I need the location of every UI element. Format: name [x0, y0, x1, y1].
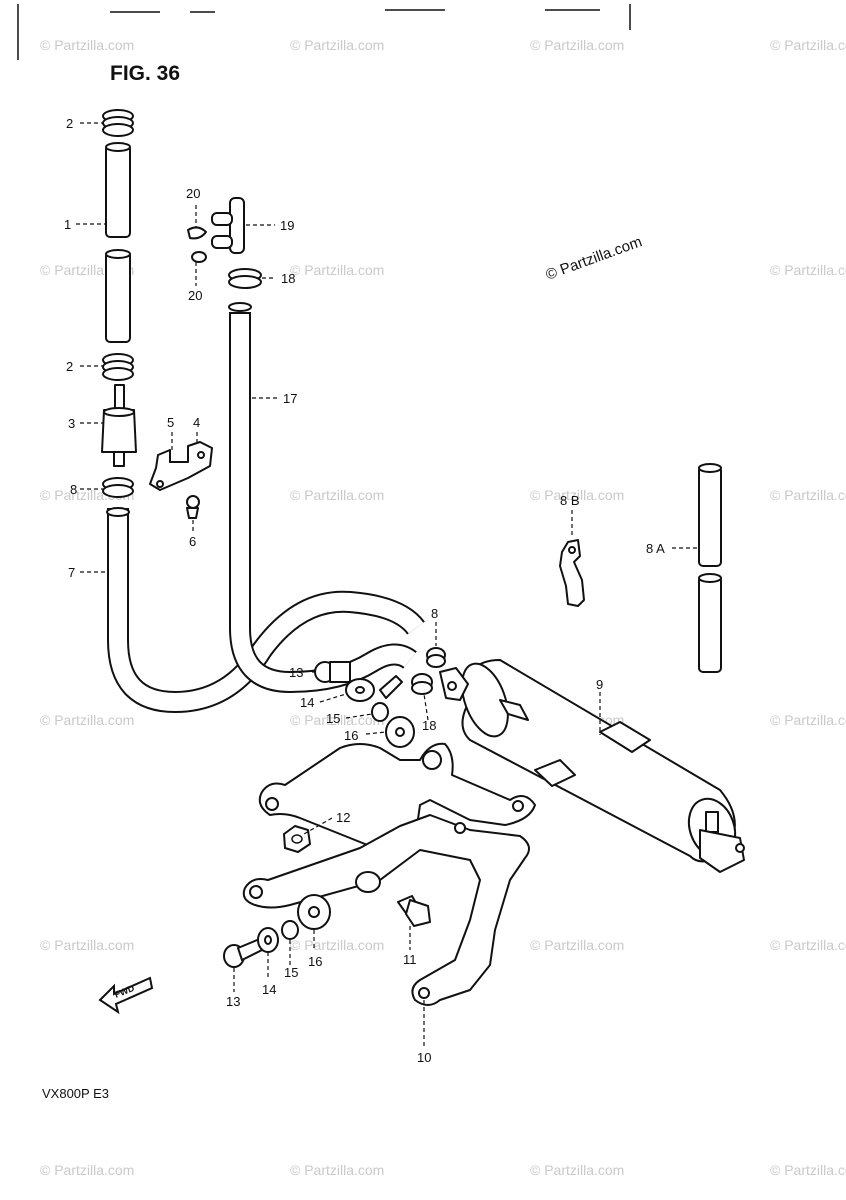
- watermark: © Partzilla.com: [290, 262, 384, 278]
- callout-16: 16: [344, 728, 358, 743]
- callout-18: 18: [422, 718, 436, 733]
- watermark: © Partzilla.com: [770, 37, 846, 53]
- callout-17: 17: [283, 391, 297, 406]
- watermark: © Partzilla.com: [530, 37, 624, 53]
- callout-12: 12: [336, 810, 350, 825]
- callouts: 2 1 2 3 8 7 5 4 6 20 20 19 18 17 8 B 8 A…: [64, 116, 665, 1065]
- watermark: © Partzilla.com: [290, 1162, 384, 1178]
- callout-15: 15: [284, 965, 298, 980]
- callout-19: 19: [280, 218, 294, 233]
- watermark: © Partzilla.com: [290, 487, 384, 503]
- watermark: © Partzilla.com: [290, 937, 384, 953]
- watermark: © Partzilla.com: [40, 712, 134, 728]
- joint-19: [211, 197, 245, 254]
- scan-edge-marks: [17, 4, 631, 60]
- washer-14-lower: [257, 927, 279, 953]
- cap-20: [187, 226, 207, 263]
- watermark: © Partzilla.com: [290, 37, 384, 53]
- damper-16-upper: [385, 716, 415, 748]
- callout-13: 13: [226, 994, 240, 1009]
- hose-7: [106, 507, 425, 713]
- watermark: © Partzilla.com: [40, 937, 134, 953]
- clamp-2-top: [102, 109, 134, 137]
- callout-9: 9: [596, 677, 603, 692]
- callout-20: 20: [186, 186, 200, 201]
- callout-6: 6: [189, 534, 196, 549]
- clamp-2-lower: [102, 353, 134, 381]
- callout-13: 13: [289, 665, 303, 680]
- clamp-8-right: [426, 647, 446, 668]
- watermark: © Partzilla.com: [770, 262, 846, 278]
- clip-8B: [559, 539, 585, 607]
- callout-14: 14: [262, 982, 276, 997]
- collar-15-lower: [281, 920, 299, 940]
- callout-2: 2: [66, 359, 73, 374]
- figure-title: FIG. 36: [110, 62, 180, 85]
- hose-1: [105, 142, 131, 343]
- bolt-13-lower: [223, 937, 267, 968]
- bracket-4-5: [149, 441, 213, 491]
- bolt-11: [397, 895, 431, 927]
- callout-11: 11: [403, 952, 417, 967]
- leader-lines: [76, 122, 698, 1048]
- watermark: © Partzilla.com: [770, 487, 846, 503]
- fwd-arrow-icon: FWD: [98, 976, 154, 1015]
- callout-1: 1: [64, 217, 71, 232]
- callout-14: 14: [300, 695, 314, 710]
- damper-16-lower: [297, 894, 331, 930]
- callout-8: 8: [431, 606, 438, 621]
- washer-14-upper: [345, 678, 375, 702]
- callout-8: 8: [70, 482, 77, 497]
- callout-8B: 8 B: [560, 493, 580, 508]
- callout-4: 4: [193, 415, 200, 430]
- callout-16: 16: [308, 954, 322, 969]
- fuel-filter-3: [101, 384, 137, 467]
- callout-18: 18: [281, 271, 295, 286]
- watermark: © Partzilla.com: [530, 1162, 624, 1178]
- hose-8A: [698, 463, 722, 673]
- watermark-layer: © Partzilla.com © Partzilla.com © Partzi…: [40, 37, 846, 1178]
- bracket-10: [242, 742, 536, 1006]
- watermark: © Partzilla.com: [530, 937, 624, 953]
- callout-2: 2: [66, 116, 73, 131]
- nut-12: [283, 825, 311, 853]
- watermark: © Partzilla.com: [40, 1162, 134, 1178]
- hose-end-small: [379, 675, 403, 699]
- watermark-main: © Partzilla.com: [544, 233, 645, 284]
- clamp-18-top: [228, 268, 262, 289]
- callout-8A: 8 A: [646, 541, 665, 556]
- watermark: © Partzilla.com: [770, 937, 846, 953]
- collar-15-upper: [371, 702, 389, 722]
- watermark: © Partzilla.com: [770, 1162, 846, 1178]
- watermark: © Partzilla.com: [530, 487, 624, 503]
- clamp-8-left: [102, 477, 134, 498]
- canister-9: [461, 659, 745, 873]
- watermark: © Partzilla.com: [770, 712, 846, 728]
- callout-10: 10: [417, 1050, 431, 1065]
- watermark: © Partzilla.com: [40, 37, 134, 53]
- callout-3: 3: [68, 416, 75, 431]
- fitting-cluster: [439, 667, 469, 701]
- callout-5: 5: [167, 415, 174, 430]
- callout-7: 7: [68, 565, 75, 580]
- clamp-18-right: [411, 673, 433, 695]
- callout-20: 20: [188, 288, 202, 303]
- bolt-6: [186, 495, 200, 519]
- model-code: VX800P E3: [42, 1086, 109, 1101]
- bolt-13-upper: [314, 661, 351, 683]
- callout-15: 15: [326, 711, 340, 726]
